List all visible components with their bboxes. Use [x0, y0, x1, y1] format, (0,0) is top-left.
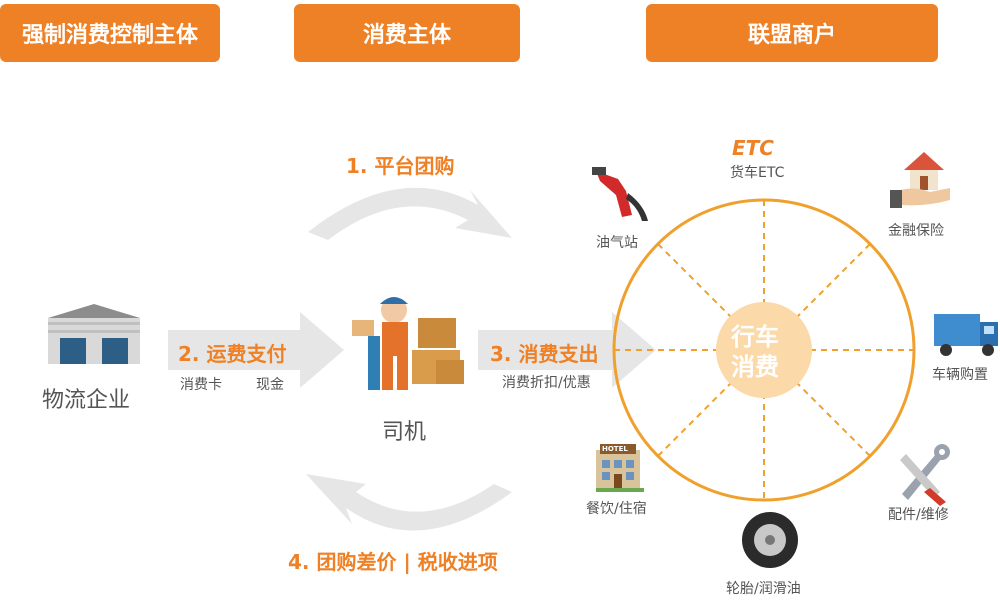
etc-logo: ETC: [732, 136, 774, 160]
step2-card-label: 消费卡: [180, 377, 222, 393]
arrow-bottom: [306, 474, 512, 531]
center-line2: 消费: [731, 353, 779, 381]
tire-icon: [742, 512, 798, 568]
house-hand-icon: [890, 152, 950, 208]
driver-label: 司机: [382, 420, 427, 445]
merchant-etc-label: 货车ETC: [730, 165, 785, 181]
merchant-repair-label: 配件/维修: [888, 507, 949, 523]
arrow-step3: [478, 312, 656, 388]
step2-label: 2. 运费支付: [178, 342, 287, 366]
header-control-entity: 强制消费控制主体: [0, 4, 220, 62]
logistics-label: 物流企业: [42, 388, 131, 413]
step1-label: 1. 平台团购: [346, 154, 455, 178]
step2-cash-label: 现金: [256, 377, 284, 393]
arrow-step2: [168, 312, 344, 388]
hotel-icon: [596, 444, 644, 492]
step3-label: 3. 消费支出: [490, 342, 599, 366]
arrow-top: [308, 187, 512, 240]
hotel-sign-text: HOTEL: [602, 445, 628, 453]
header-merchants: 联盟商户: [646, 4, 938, 62]
truck-icon: [934, 314, 998, 356]
merchant-truck-label: 车辆购置: [932, 367, 988, 383]
center-disc: [716, 302, 812, 398]
circle-spokes: [614, 200, 914, 500]
driver-icon: [352, 297, 464, 390]
warehouse-icon: [48, 304, 140, 364]
merchant-hotel-label: 餐饮/住宿: [586, 501, 647, 517]
merchant-gas-label: 油气站: [596, 235, 638, 251]
wrench-screwdriver-icon: [900, 444, 950, 506]
header-consumer: 消费主体: [294, 4, 520, 62]
center-label: 行车 消费: [700, 322, 810, 382]
merchant-finance-label: 金融保险: [888, 223, 944, 239]
step3-sub-label: 消费折扣/优惠: [502, 375, 591, 391]
center-line1: 行车: [731, 323, 779, 351]
merchant-tire-label: 轮胎/润滑油: [726, 581, 801, 597]
step4-label: 4. 团购差价 | 税收进项: [288, 550, 498, 574]
gas-nozzle-icon: [592, 167, 648, 221]
